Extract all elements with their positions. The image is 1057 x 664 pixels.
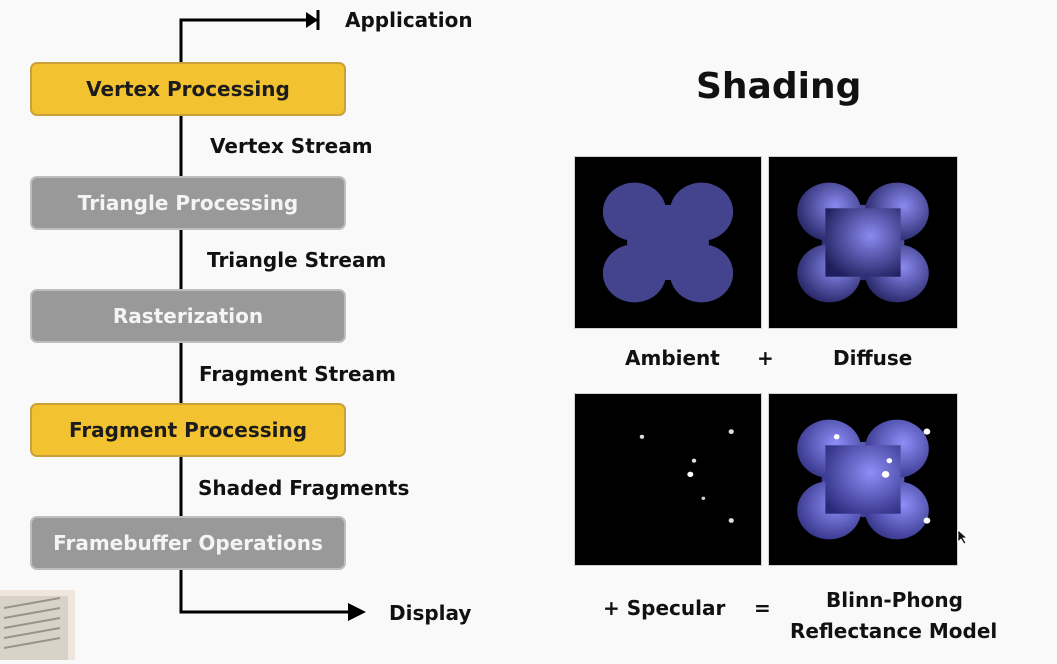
vertex-stream-label: Vertex Stream — [210, 134, 373, 158]
application-arrowhead — [306, 12, 318, 28]
stage-rasterization[interactable]: Rasterization — [30, 289, 346, 343]
application-label: Application — [345, 8, 473, 32]
fragment-stream-label: Fragment Stream — [199, 362, 396, 386]
triangle-stream-label: Triangle Stream — [207, 248, 387, 272]
specular-panel — [574, 393, 762, 566]
result-label-line2: Reflectance Model — [790, 619, 998, 643]
ambient-label: Ambient — [625, 346, 720, 370]
ambient-panel — [574, 156, 762, 329]
stage-framebuffer-operations[interactable]: Framebuffer Operations — [30, 516, 346, 570]
display-arrowhead — [348, 603, 366, 621]
stage-fragment-processing[interactable]: Fragment Processing — [30, 403, 346, 457]
mouse-cursor-icon — [957, 529, 969, 549]
shading-title: Shading — [696, 66, 862, 107]
blinn-phong-panel — [768, 393, 958, 566]
display-label: Display — [389, 601, 472, 625]
diffuse-label: Diffuse — [833, 346, 913, 370]
diffuse-panel — [768, 156, 958, 329]
display-output-line — [179, 570, 352, 614]
stage-triangle-processing[interactable]: Triangle Processing — [30, 176, 346, 230]
result-label-line1: Blinn-Phong — [826, 588, 963, 612]
specular-label: + Specular — [603, 596, 726, 620]
stage-vertex-processing[interactable]: Vertex Processing — [30, 62, 346, 116]
equals-sign: = — [754, 596, 771, 620]
shaded-fragments-label: Shaded Fragments — [198, 476, 410, 500]
corner-photo — [0, 590, 75, 660]
plus-sign: + — [757, 346, 774, 370]
application-input-line — [179, 18, 318, 62]
